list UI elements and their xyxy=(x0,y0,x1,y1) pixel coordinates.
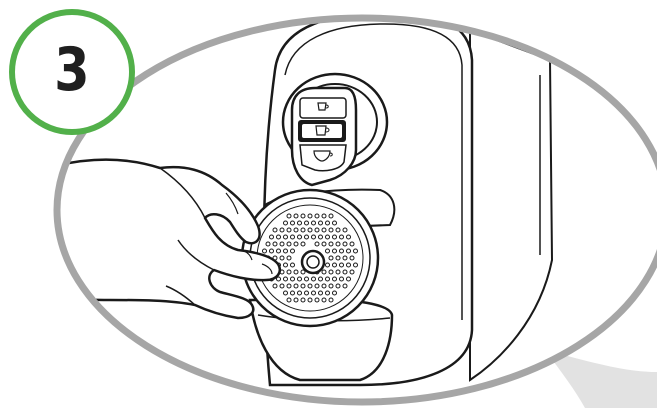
step-number: 3 xyxy=(54,40,89,100)
step-badge: 3 xyxy=(9,9,135,135)
